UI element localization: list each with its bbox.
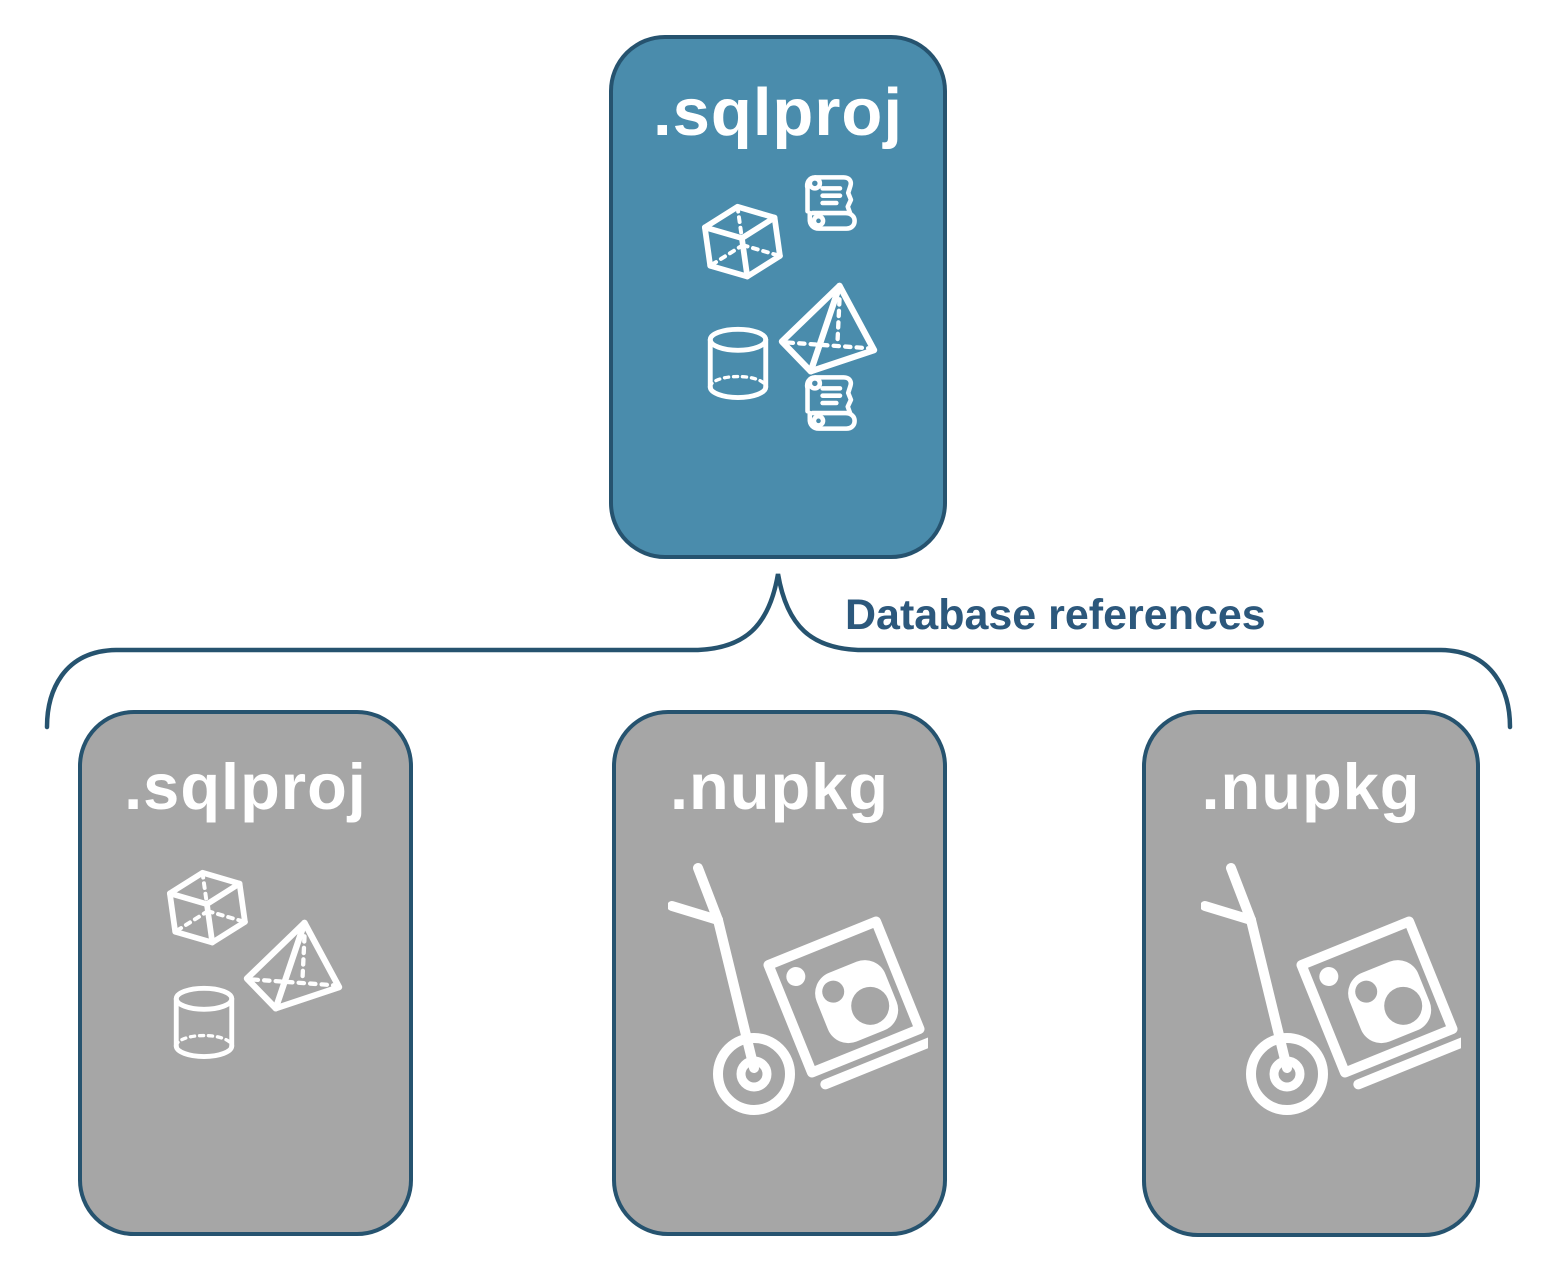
handtruck-package-icon: [668, 863, 928, 1115]
cylinder-icon: [173, 985, 235, 1059]
cylinder-icon: [707, 326, 769, 400]
handtruck-package-icon: [1201, 863, 1461, 1115]
child-card-nupkg-1: .nupkg: [612, 710, 947, 1236]
root-card-sqlproj: .sqlproj: [609, 35, 947, 559]
cube-icon: [701, 203, 783, 280]
scroll-icon: [804, 175, 857, 231]
child-card-title: .nupkg: [1201, 750, 1421, 823]
scroll-icon: [804, 375, 857, 431]
pyramid-icon: [243, 919, 343, 1012]
pyramid-icon: [778, 282, 878, 375]
child-card-nupkg-2: .nupkg: [1142, 710, 1480, 1237]
child-card-title: .nupkg: [669, 750, 890, 823]
child-card-sqlproj: .sqlproj: [78, 710, 413, 1236]
root-card-title: .sqlproj: [653, 75, 903, 150]
connector-label: Database references: [845, 591, 1266, 639]
child-card-title: .sqlproj: [124, 750, 367, 823]
cube-icon: [166, 869, 248, 946]
